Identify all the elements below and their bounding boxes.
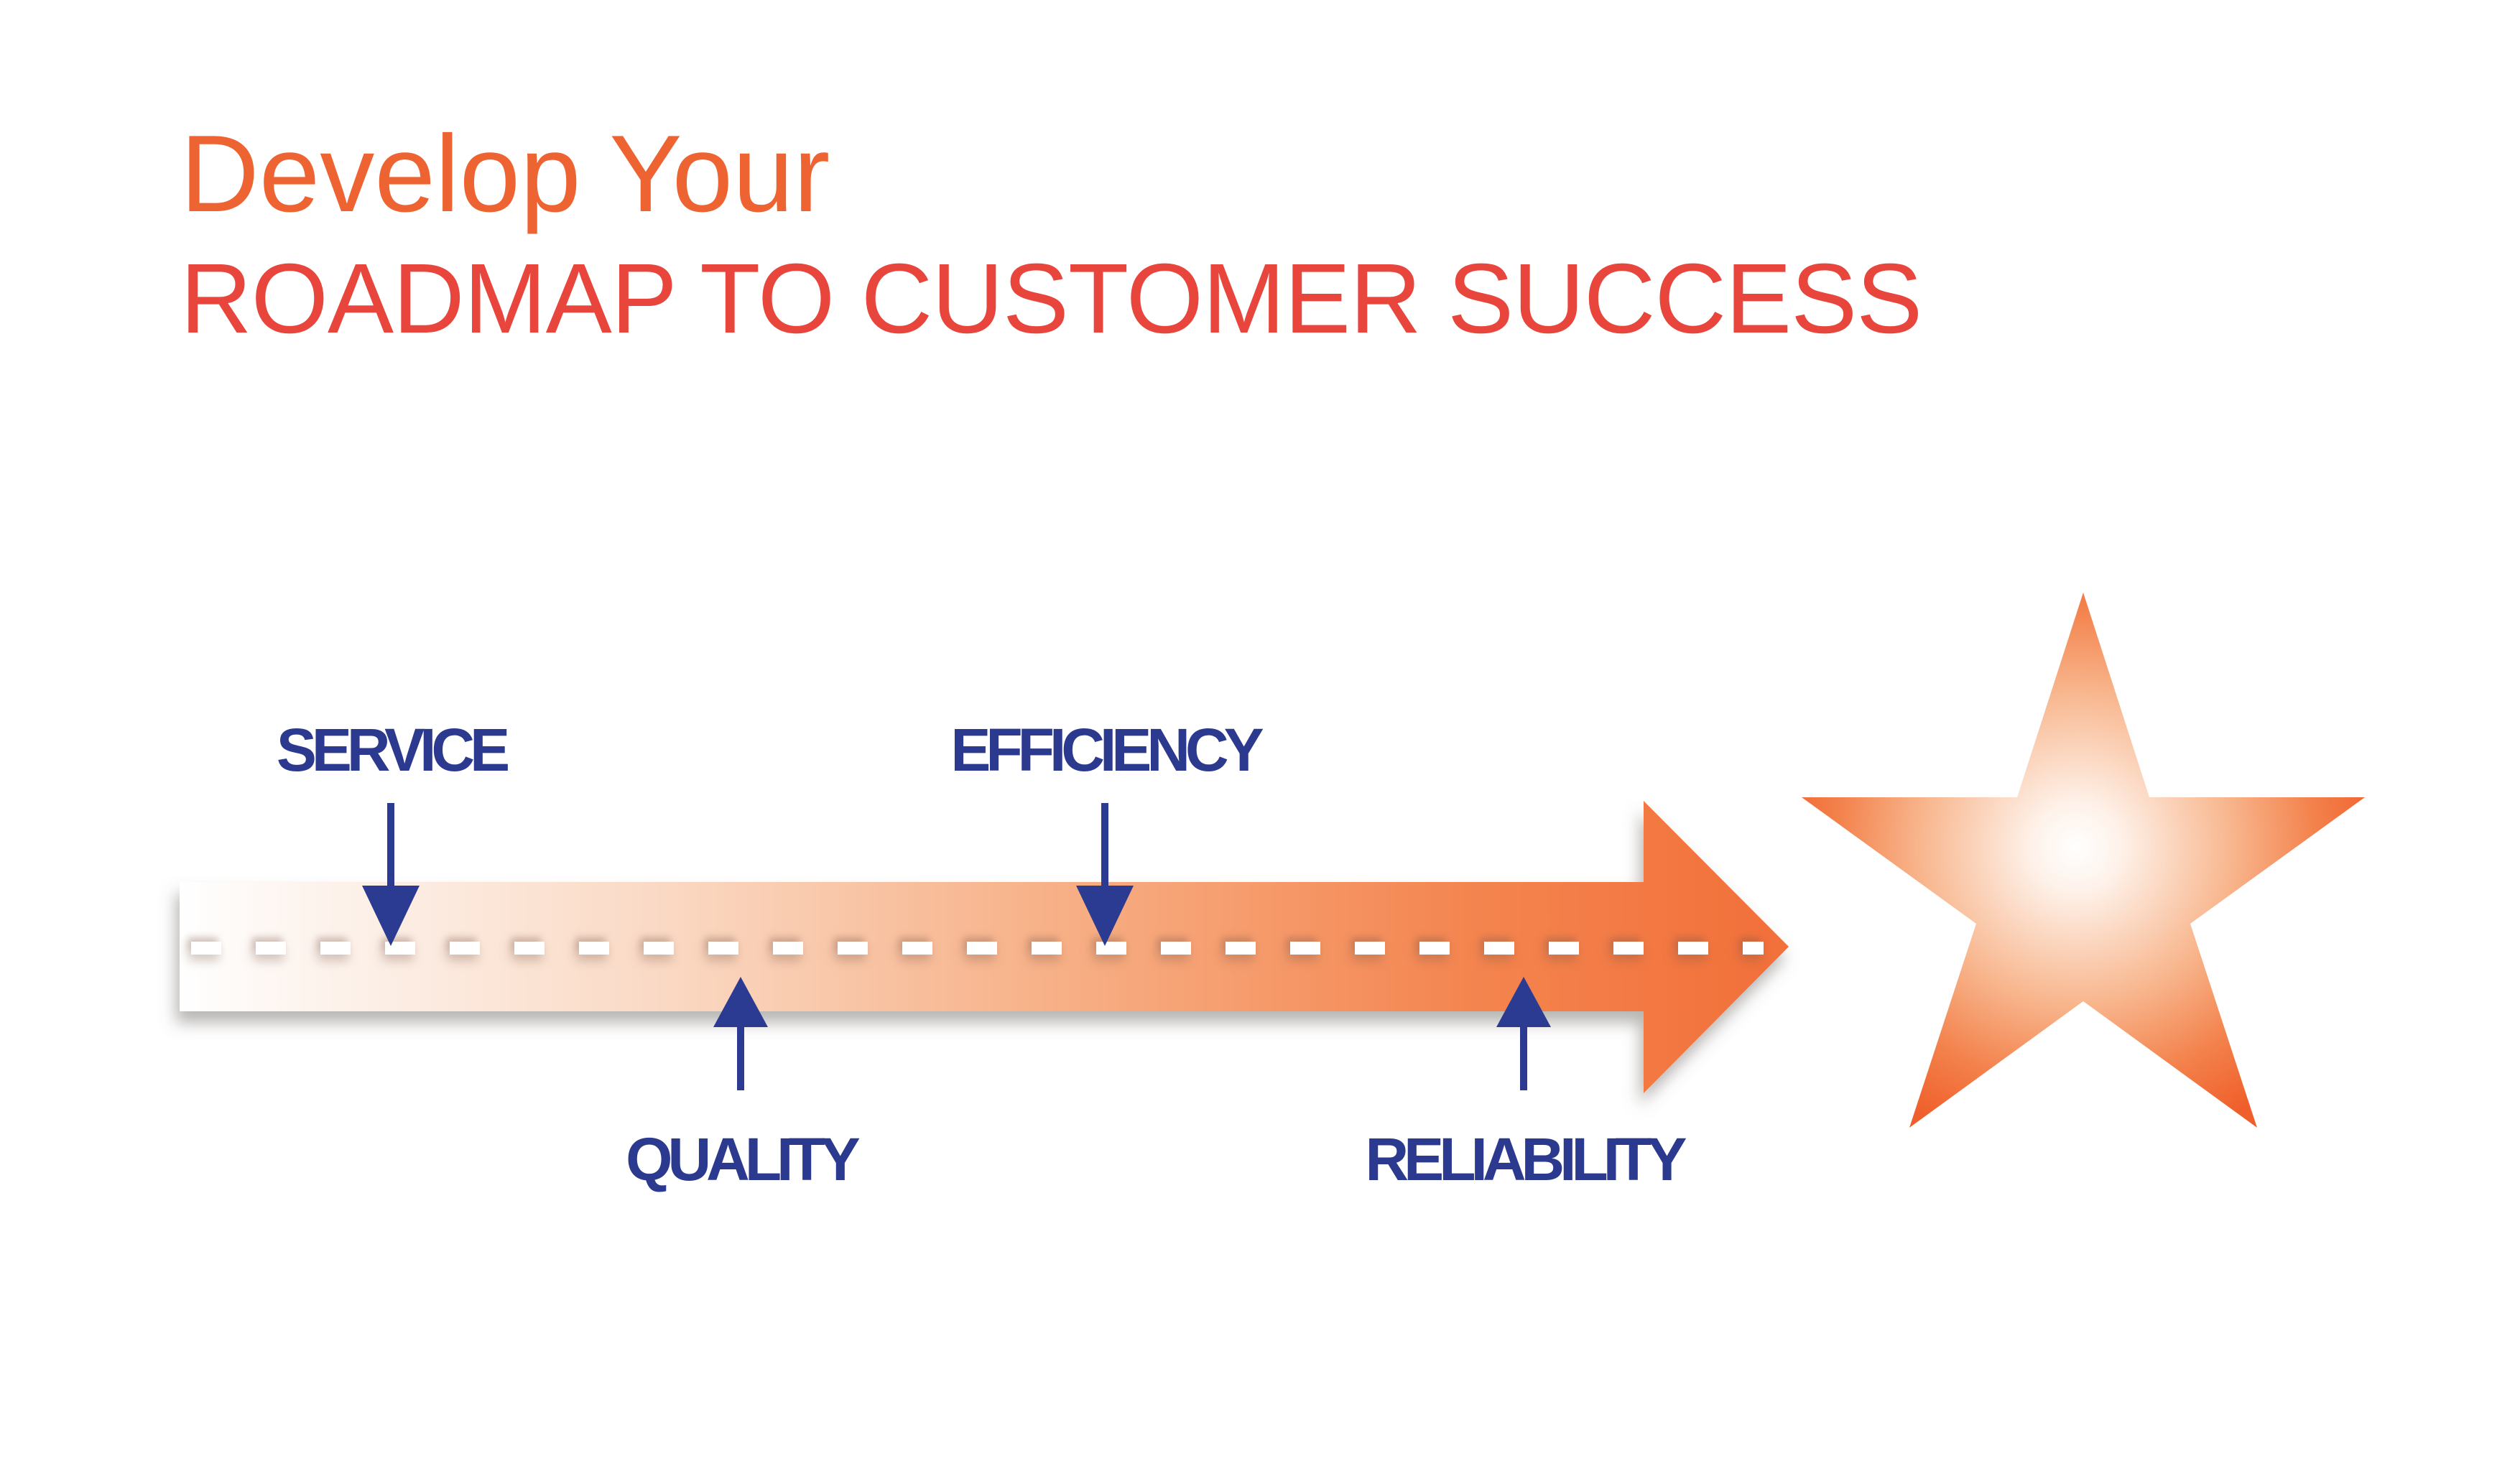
service-down-arrow-icon (362, 803, 420, 946)
milestone-label-quality: QUALITY (626, 1126, 861, 1193)
quality-up-arrow-icon (713, 977, 768, 1090)
milestone-label-reliability: RELIABILITY (1365, 1126, 1687, 1193)
milestone-pointers (362, 803, 1551, 1090)
reliability-up-arrow-icon (1496, 977, 1551, 1090)
page-title-line-2: ROADMAP TO CUSTOMER SUCCESS (180, 243, 1922, 354)
milestone-label-service: SERVICE (276, 716, 510, 784)
efficiency-down-arrow-icon (1076, 803, 1134, 946)
page-title-line-1: Develop Your (180, 113, 830, 235)
milestone-label-efficiency: EFFICIENCY (950, 716, 1264, 784)
star-icon (1802, 593, 2365, 1128)
